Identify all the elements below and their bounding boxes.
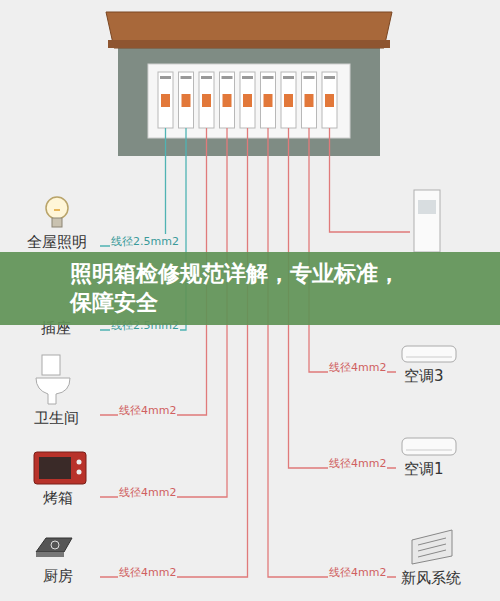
breaker-mark [201, 76, 212, 79]
breaker [179, 72, 194, 128]
breaker [199, 72, 214, 128]
wire-size: 线径4mm2 [118, 485, 177, 500]
floor-ac-icon [414, 190, 440, 252]
breaker-toggle [284, 94, 293, 107]
breaker [281, 72, 296, 128]
wire [100, 128, 248, 577]
breaker-toggle [182, 94, 191, 107]
stove-icon [36, 538, 72, 557]
breaker [322, 72, 337, 128]
wire-size-holder: 线径4mm2 [118, 481, 177, 500]
breaker-toggle [202, 94, 211, 107]
room-label-holder: 卫生间 [33, 408, 80, 428]
wire-size: 线径4mm2 [328, 565, 387, 580]
breaker-mark [283, 76, 294, 79]
box-lid [106, 12, 392, 48]
wire-size-holder: 线径4mm2 [328, 561, 387, 580]
breaker-mark [242, 76, 253, 79]
oven-icon [34, 452, 86, 484]
room-label: 烤箱 [42, 489, 74, 508]
room-label-holder: 烤箱 [42, 488, 74, 508]
room-label-holder: 全屋照明 [26, 232, 88, 252]
split-ac-icon [402, 346, 456, 362]
breaker [240, 72, 255, 128]
breaker-mark [263, 76, 274, 79]
room-label: 全屋照明 [26, 233, 88, 252]
wire-size-holder: 线径2.5mm2 [110, 230, 180, 249]
appliance-label: 空调1 [403, 460, 445, 479]
appliance-label: 空调3 [403, 367, 445, 386]
breakers [158, 72, 337, 128]
wire-size-holder: 线径4mm2 [328, 356, 387, 375]
appliance-label-holder: 空调1 [403, 459, 445, 479]
breaker-toggle [325, 94, 334, 107]
breaker-toggle [161, 94, 170, 107]
wire-size: 线径4mm2 [328, 456, 387, 471]
appliance-label-holder: 空调3 [403, 366, 445, 386]
breaker-mark [160, 76, 171, 79]
wire-size-holder: 线径4mm2 [328, 452, 387, 471]
breaker-mark [324, 76, 335, 79]
room-label-holder: 厨房 [42, 566, 74, 586]
toilet-icon [36, 355, 70, 404]
breaker [158, 72, 173, 128]
breaker-toggle [243, 94, 252, 107]
wire-size: 线径4mm2 [328, 360, 387, 375]
appliance-label: 新风系统 [400, 569, 462, 588]
breaker-panel [148, 64, 350, 138]
wire [100, 128, 166, 246]
wire-size-holder: 线径4mm2 [118, 399, 177, 418]
fresh-air-icon [412, 530, 452, 564]
wire [309, 128, 396, 372]
wire-size-holder: 线径4mm2 [118, 561, 177, 580]
breaker [302, 72, 317, 128]
wire [268, 128, 396, 577]
breaker-mark [304, 76, 315, 79]
title-banner: 照明箱检修规范详解，专业标准，保障安全 [0, 252, 500, 325]
bulb-icon [46, 197, 68, 227]
wire-size: 线径4mm2 [118, 565, 177, 580]
breaker-mark [181, 76, 192, 79]
room-label: 卫生间 [33, 409, 80, 428]
appliance-label-holder: 新风系统 [400, 568, 462, 588]
breaker [220, 72, 235, 128]
wire [330, 128, 411, 232]
breaker [261, 72, 276, 128]
split-ac-icon [402, 438, 456, 455]
breaker-toggle [305, 94, 314, 107]
breaker-toggle [223, 94, 232, 107]
breaker-toggle [264, 94, 273, 107]
banner-title: 照明箱检修规范详解，专业标准，保障安全 [70, 260, 410, 317]
wire-size: 线径4mm2 [118, 403, 177, 418]
lid-edge [108, 40, 390, 48]
breaker-mark [222, 76, 233, 79]
wires [100, 128, 410, 577]
wire-size: 线径2.5mm2 [110, 234, 180, 249]
room-label: 厨房 [42, 567, 74, 586]
